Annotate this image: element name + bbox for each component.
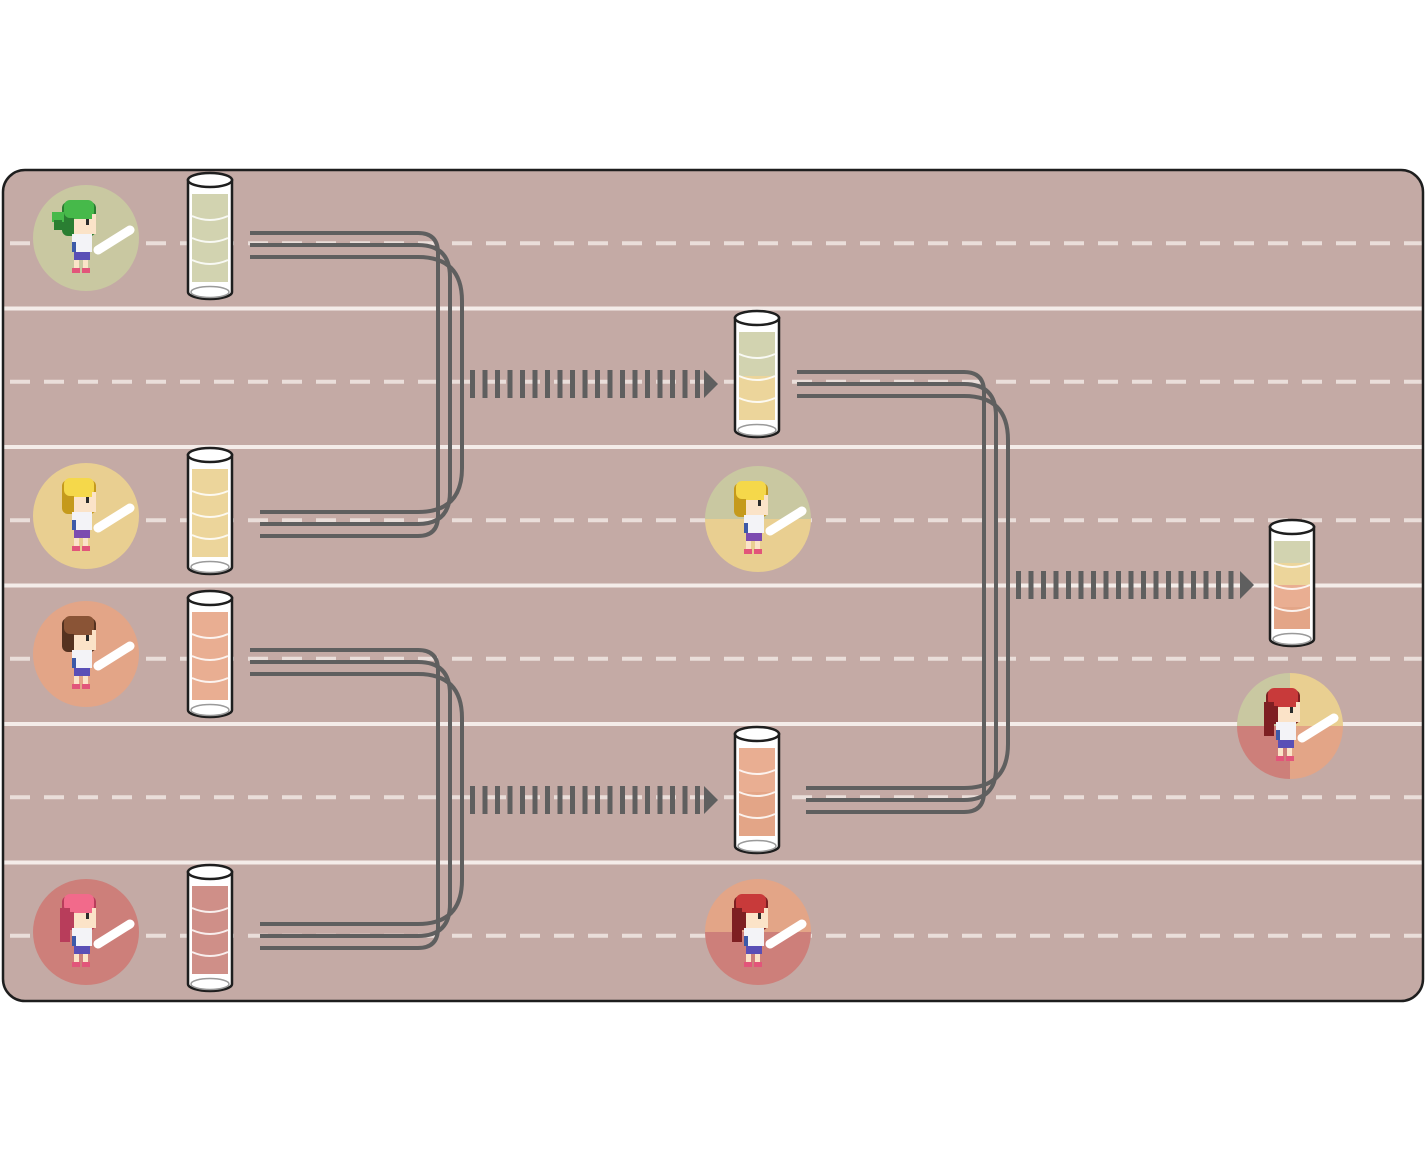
runner-body: [744, 928, 764, 946]
tube-segment: [1274, 585, 1310, 607]
tube-segment: [192, 216, 228, 238]
runner-body: [1276, 722, 1296, 740]
track-border: [1, 168, 1425, 1003]
tube-segment: [1274, 607, 1310, 629]
final-runner: [1237, 673, 1343, 779]
tube-segment: [739, 376, 775, 398]
running-track: [3, 170, 1423, 1001]
baton-icon: [1297, 713, 1339, 743]
tube-segment: [739, 814, 775, 836]
tube-segment: [192, 260, 228, 282]
merge-connector-icon: [797, 370, 1010, 814]
tube-segment: [1274, 563, 1310, 585]
arrow-right-icon: [470, 370, 718, 398]
tube-merge-bottom: [733, 725, 781, 855]
tube-segment: [739, 792, 775, 814]
tube-merge-top: [733, 309, 781, 439]
tube-segment: [192, 656, 228, 678]
arrow-right-icon: [470, 786, 718, 814]
tube-segment: [739, 398, 775, 420]
tube-green: [186, 171, 234, 301]
runner-body: [744, 515, 764, 533]
runner-badge: [1290, 673, 1343, 726]
tube-segment: [192, 612, 228, 634]
tube-peach: [186, 589, 234, 719]
runner-body: [72, 234, 92, 252]
baton-icon: [93, 919, 135, 949]
baton-icon: [93, 225, 135, 255]
tube-segment: [739, 354, 775, 376]
tube-segment: [739, 332, 775, 354]
tube-segment: [192, 194, 228, 216]
tube-segment: [192, 908, 228, 930]
tube-segment: [192, 952, 228, 974]
merge-arrows: [470, 370, 1254, 814]
tube-segment: [192, 930, 228, 952]
pink-runner: [33, 879, 139, 985]
merge-connector-icon: [250, 231, 464, 538]
runner-body: [72, 650, 92, 668]
tube-segment: [739, 770, 775, 792]
baton-icon: [765, 506, 807, 536]
tube-segment: [1274, 541, 1310, 563]
tube-segment: [192, 513, 228, 535]
tube-segment: [192, 535, 228, 557]
merged-red-runner: [705, 879, 811, 985]
runner-body: [72, 928, 92, 946]
blonde-runner: [33, 463, 139, 569]
baton-icon: [765, 919, 807, 949]
tube-segment: [192, 886, 228, 908]
tube-final: [1268, 518, 1316, 648]
brown-runner: [33, 601, 139, 707]
baton-icon: [93, 641, 135, 671]
tube-segment: [192, 678, 228, 700]
merge-connectors: [250, 231, 1010, 950]
arrow-right-icon: [1016, 571, 1254, 599]
tube-segment: [739, 748, 775, 770]
tube-segment: [192, 238, 228, 260]
runners: [33, 185, 1343, 985]
tube-segment: [192, 469, 228, 491]
test-tubes: [186, 171, 1316, 993]
runner-body: [72, 512, 92, 530]
baton-icon: [93, 503, 135, 533]
merge-connector-icon: [250, 648, 464, 950]
tube-segment: [192, 491, 228, 513]
merged-blonde-runner: [705, 466, 811, 572]
tube-segment: [192, 634, 228, 656]
green-runner: [33, 185, 139, 291]
tube-yellow: [186, 446, 234, 576]
tube-red: [186, 863, 234, 993]
